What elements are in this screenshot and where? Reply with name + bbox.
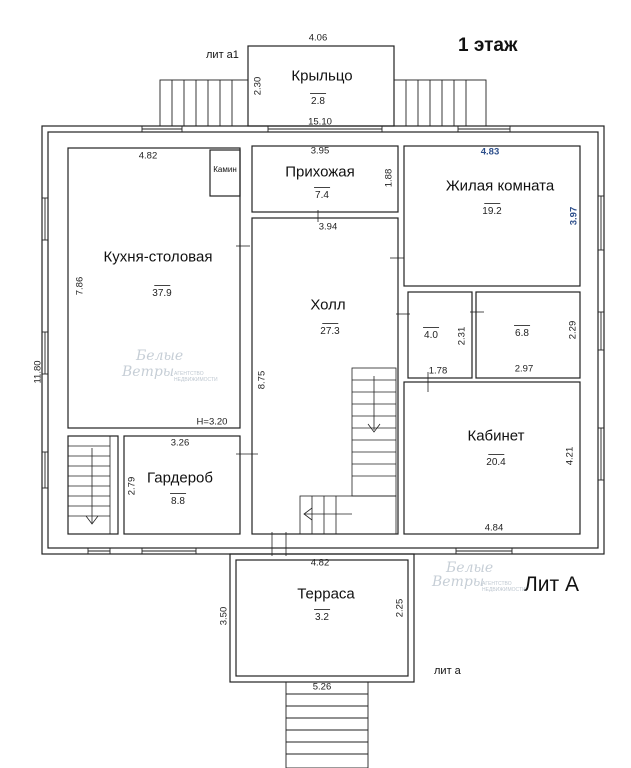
- room-area-entrance: 7.4: [315, 190, 329, 201]
- dim-kitchen-width: 4.82: [138, 150, 158, 162]
- ceiling-height: H=3.20: [196, 416, 228, 428]
- room-name-hall: Холл: [310, 296, 346, 314]
- room-area-small-2: 6.8: [515, 328, 529, 339]
- dim-terrace-depth-left: 3.50: [218, 606, 230, 626]
- dim-wardrobe-width: 3.26: [170, 437, 190, 449]
- dim-wardrobe-depth: 2.79: [126, 476, 138, 496]
- doors: [236, 210, 484, 556]
- lit-a1-label: лит а1: [206, 49, 239, 61]
- porch-left-stairs: [159, 79, 249, 127]
- room-name-entrance: Прихожая: [285, 163, 355, 181]
- room-name-kitchen: Кухня-столовая: [103, 248, 213, 266]
- dim-stairs-width: 5.26: [312, 681, 332, 693]
- dim-cabinet-depth: 4.21: [564, 446, 576, 466]
- room-name-terrace: Терраса: [297, 585, 355, 603]
- dim-living-width: 4.83: [480, 146, 500, 158]
- dim-small-room-width: 1.78: [428, 365, 448, 377]
- dim-terrace-width: 4.82: [310, 557, 330, 569]
- room-area-small-1: 4.0: [424, 330, 438, 341]
- dim-hall-width: 3.94: [318, 221, 338, 233]
- porch-right-stairs: [393, 79, 487, 127]
- floor-title: 1 этаж: [458, 35, 518, 56]
- room-area-hall: 27.3: [320, 326, 340, 337]
- room-area-cabinet: 20.4: [486, 457, 506, 468]
- left-stairs: [68, 436, 111, 534]
- room-name-porch: Крыльцо: [291, 67, 353, 85]
- dim-porch-width: 4.06: [308, 32, 328, 44]
- porch-outline: [247, 45, 395, 127]
- lit-small-a-label: лит а: [434, 665, 461, 677]
- lit-big-a-label: Лит А: [524, 573, 579, 596]
- watermark-word2: Ветры: [122, 364, 175, 380]
- room-name-living: Жилая комната: [445, 177, 555, 195]
- dim-entrance-depth: 1.88: [383, 168, 395, 188]
- dim-entrance-width: 3.95: [310, 145, 330, 157]
- dim-bath-depth: 2.29: [567, 320, 579, 340]
- fireplace-label: Камин: [213, 165, 237, 174]
- dim-cabinet-width: 4.84: [484, 522, 504, 534]
- room-name-cabinet: Кабинет: [467, 427, 525, 445]
- watermark-word2-b: Ветры: [432, 574, 485, 590]
- dim-small-room-depth: 2.31: [456, 326, 468, 346]
- room-area-kitchen: 37.9: [152, 288, 172, 299]
- watermark-sub1: АГЕНТСТВО: [174, 371, 204, 377]
- dim-house-depth: 11.80: [32, 360, 44, 384]
- room-name-wardrobe: Гардероб: [147, 469, 213, 487]
- watermark-sub2: НЕДВИЖИМОСТИ: [174, 377, 218, 383]
- room-area-terrace: 3.2: [315, 612, 329, 623]
- watermark-sub1-b: АГЕНТСТВО: [482, 581, 512, 587]
- room-area-porch: 2.8: [311, 96, 325, 107]
- watermark-logo-1: Белые Ветры АГЕНТСТВО НЕДВИЖИМОСТИ: [118, 348, 228, 396]
- watermark-word1: Белые: [136, 348, 184, 364]
- watermark-sub2-b: НЕДВИЖИМОСТИ: [482, 587, 526, 593]
- dim-porch-depth: 2.30: [252, 76, 264, 96]
- dim-terrace-depth-right: 2.25: [394, 598, 406, 618]
- room-area-living: 19.2: [482, 206, 502, 217]
- dim-hall-depth: 8.75: [256, 370, 268, 390]
- exterior-wall-inner: [47, 131, 599, 549]
- watermark-word1-b: Белые: [446, 560, 494, 576]
- dim-kitchen-depth: 7.86: [74, 276, 86, 296]
- terrace-stairs: [285, 681, 369, 768]
- dim-house-width: 15.10: [308, 116, 332, 128]
- hall-staircase: [299, 367, 397, 535]
- windows: [42, 126, 604, 554]
- dim-bath-width: 2.97: [514, 363, 534, 375]
- watermark-logo-2: Белые Ветры АГЕНТСТВО НЕДВИЖИМОСТИ: [428, 560, 538, 600]
- interior-walls: [67, 145, 581, 535]
- room-area-wardrobe: 8.8: [171, 496, 185, 507]
- dim-living-depth: 3.97: [568, 206, 580, 226]
